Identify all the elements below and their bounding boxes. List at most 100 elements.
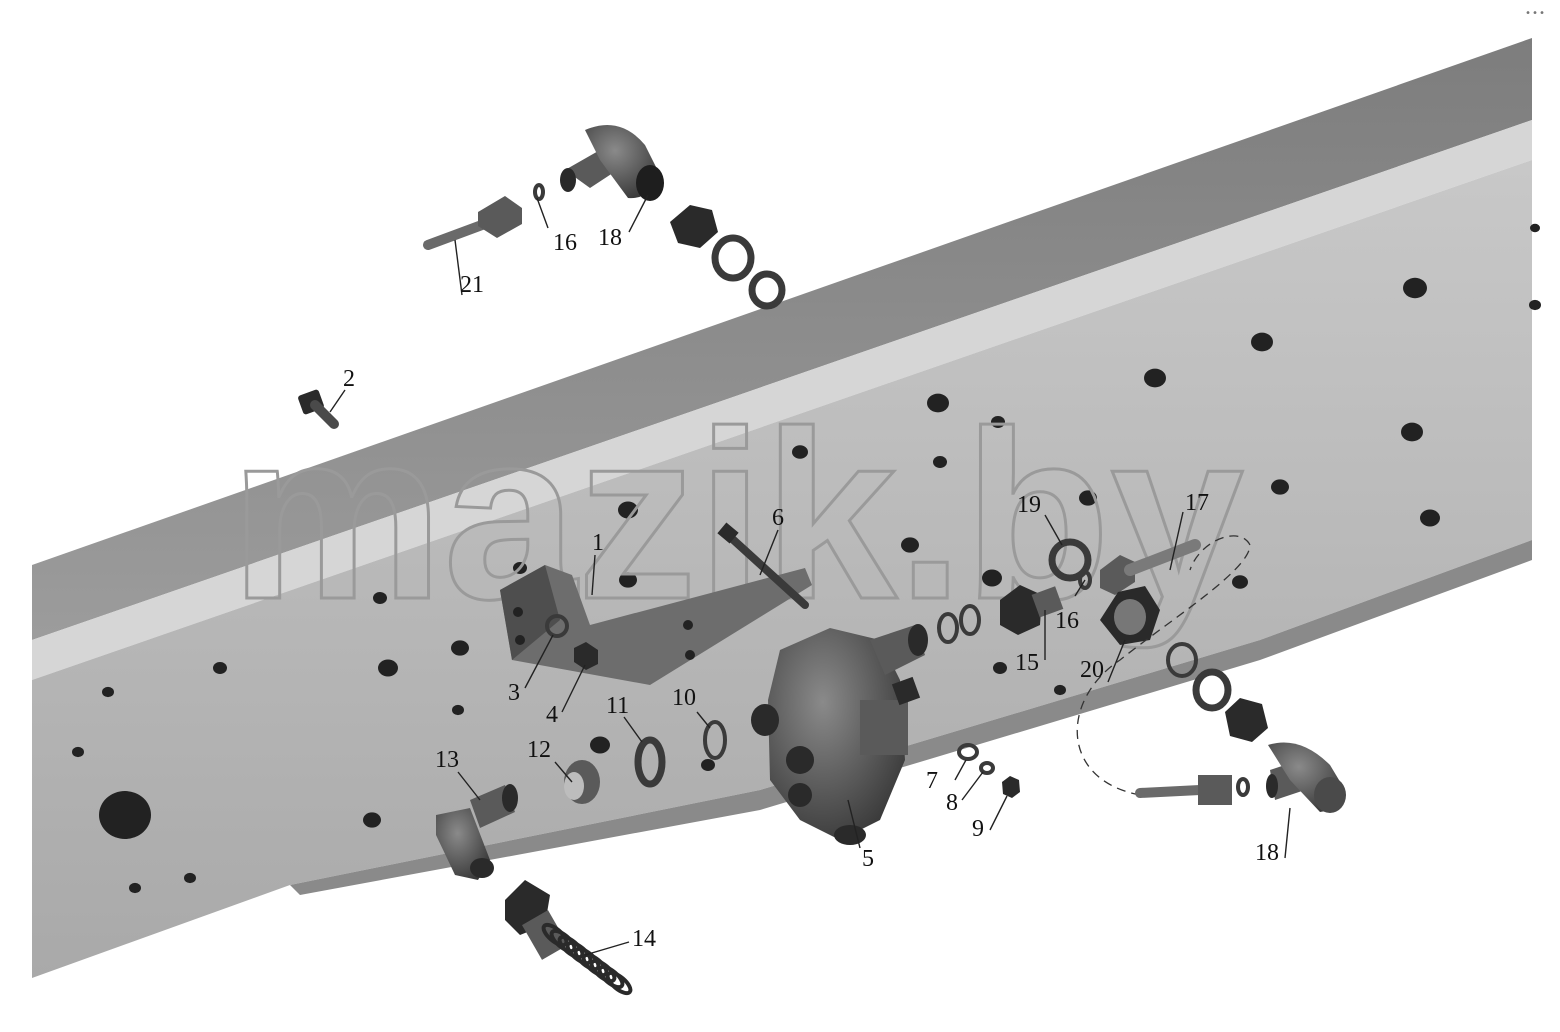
- callout-1: 1: [592, 530, 604, 556]
- nut-part-19: [1048, 538, 1092, 582]
- elbow-part-13: [436, 784, 518, 880]
- washer-part-3: [545, 614, 569, 638]
- callout-20: 20: [1080, 657, 1104, 683]
- nut-part-4: [574, 642, 598, 670]
- frame-web: [32, 160, 1532, 978]
- frame-hole: [933, 456, 947, 468]
- callout-9: 9: [972, 816, 984, 842]
- nut-top: [670, 205, 718, 248]
- frame-hole: [1401, 422, 1423, 442]
- frame-hole: [1144, 368, 1166, 388]
- frame-hole: [363, 812, 381, 828]
- frame-hole: [451, 640, 469, 656]
- frame-large-hole: [99, 791, 151, 839]
- callout-3: 3: [508, 680, 520, 706]
- ring-top-a: [711, 234, 755, 282]
- washer-part-8: [979, 761, 995, 775]
- callout-13: 13: [435, 747, 459, 773]
- frame-hole: [184, 872, 196, 884]
- frame-hole: [213, 662, 227, 674]
- frame-hole: [927, 393, 949, 413]
- frame-top-flange: [32, 38, 1532, 640]
- frame-rail: [32, 38, 1532, 978]
- frame-top-highlight: [32, 120, 1532, 680]
- callout-19: 19: [1017, 492, 1041, 518]
- callout-18-top: 18: [598, 225, 622, 251]
- dashed-route: [1076, 535, 1251, 796]
- elbow-part-18-top: [560, 125, 664, 201]
- washer-part-7: [957, 743, 979, 761]
- callout-15: 15: [1015, 650, 1039, 676]
- frame-hole: [129, 882, 141, 894]
- bolt-part-2: [298, 389, 339, 429]
- callout-4: 4: [546, 702, 558, 728]
- callout-8: 8: [946, 790, 958, 816]
- frame-hole: [373, 592, 387, 604]
- frame-hole: [792, 445, 808, 459]
- pin-part-17: [1100, 539, 1201, 595]
- callout-11: 11: [606, 693, 629, 719]
- ring-lower-b: [1192, 668, 1232, 712]
- frame-hole: [102, 686, 114, 698]
- callout-6: 6: [772, 505, 784, 531]
- frame-hole: [1530, 223, 1540, 233]
- frame-hole: [991, 416, 1005, 428]
- callout-16-mid: 16: [1055, 608, 1079, 634]
- callout-5: 5: [862, 846, 874, 872]
- pin-hex-part-21: [478, 196, 522, 238]
- frame-hole: [452, 704, 464, 716]
- ring-near-15-b: [959, 604, 981, 636]
- ring-part-11: [634, 736, 666, 788]
- hose-fitting-part-14: [505, 880, 633, 996]
- nut-part-20: [1100, 586, 1160, 645]
- callout-16-top: 16: [553, 230, 577, 256]
- valve-body-part-5: [751, 624, 928, 845]
- callout-2: 2: [343, 366, 355, 392]
- frame-holes: [72, 223, 1541, 894]
- callout-labels: 1 2 3 4 5 6 7 8 9 10 11 12 13 14 15 16 1…: [343, 225, 1279, 952]
- leader-lines: [329, 194, 1291, 956]
- elbow-part-18-lower: [1266, 742, 1346, 813]
- adapter-part-15: [1000, 585, 1064, 635]
- nut-part-12: [564, 760, 600, 804]
- frame-hole: [901, 537, 919, 553]
- oring-part-16-top: [533, 183, 545, 201]
- frame-hole: [618, 501, 638, 519]
- ring-part-10: [703, 720, 727, 760]
- frame-hole: [1403, 277, 1427, 299]
- frame-hole: [1251, 332, 1273, 352]
- callout-18-lower: 18: [1255, 840, 1279, 866]
- frame-hole: [619, 572, 637, 588]
- top-fitting-group: [423, 125, 786, 310]
- frame-hole: [1271, 479, 1289, 495]
- ring-top-b: [748, 270, 786, 310]
- callout-17: 17: [1185, 490, 1209, 516]
- frame-hole: [1420, 509, 1440, 527]
- frame-hole: [72, 746, 84, 758]
- right-fitting-group: [937, 538, 1201, 645]
- frame-hole: [1529, 299, 1541, 311]
- nut-lower: [1225, 698, 1268, 742]
- frame-hole: [701, 759, 715, 771]
- nut-part-9: [1002, 776, 1020, 798]
- pin-lower: [1135, 785, 1205, 798]
- frame-hole: [1232, 575, 1248, 589]
- callout-12: 12: [527, 737, 551, 763]
- frame-hole: [1054, 684, 1066, 696]
- lower-right-fitting-group: [1135, 642, 1346, 813]
- callout-7: 7: [926, 768, 938, 794]
- spring-coil: [605, 970, 633, 996]
- frame-hole: [590, 736, 610, 754]
- oring-lower: [1236, 777, 1250, 797]
- ring-near-15-a: [937, 612, 959, 644]
- ring-lower-a: [1166, 642, 1198, 678]
- frame-hole: [378, 659, 398, 677]
- corner-mark: •••: [1524, 8, 1546, 19]
- oring-part-16-mid: [1078, 570, 1092, 590]
- callout-10: 10: [672, 685, 696, 711]
- frame-hole: [1079, 490, 1097, 506]
- frame-hole: [993, 662, 1007, 674]
- frame-hole: [513, 562, 527, 574]
- bolt-part-6: [717, 522, 809, 609]
- callout-21: 21: [460, 272, 484, 298]
